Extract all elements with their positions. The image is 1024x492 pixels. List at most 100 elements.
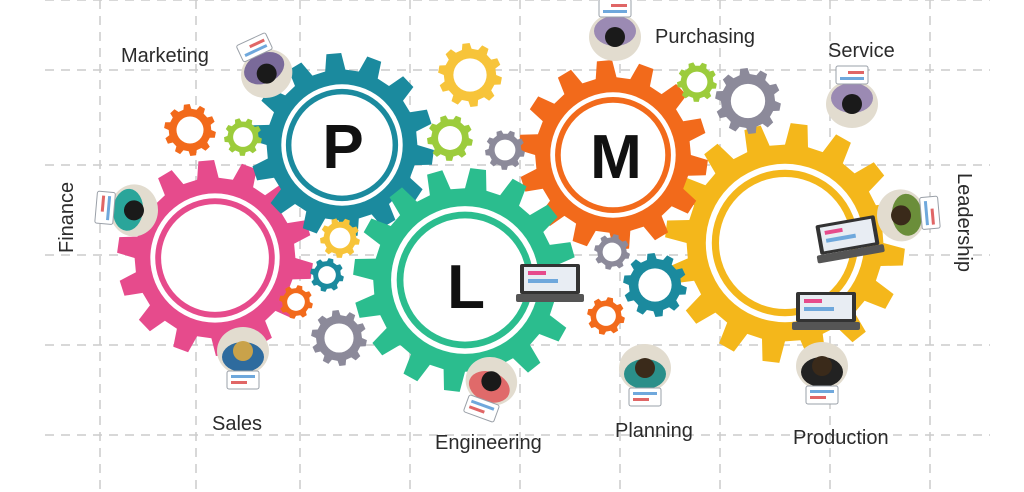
person-service-head — [842, 94, 862, 114]
person-planning-paper-line — [633, 398, 649, 401]
person-sales-paper — [226, 370, 260, 390]
gear-green — [353, 168, 577, 392]
person-leadership-paper — [919, 195, 941, 230]
person-marketing-paper-line — [249, 38, 265, 49]
person-leadership — [876, 189, 941, 242]
person-finance — [94, 184, 159, 237]
gear-pink-center — [166, 209, 264, 307]
gear-small-gold-top-hub — [453, 58, 487, 92]
gear-small-teal-right — [623, 253, 687, 317]
gear-small-orange-right — [587, 297, 625, 335]
gear-small-orange-center-hub — [287, 293, 305, 311]
person-planning — [619, 344, 671, 407]
gear-small-grey-right — [715, 68, 781, 134]
person-leadership-head — [891, 205, 912, 226]
person-marketing-head — [256, 63, 277, 84]
gear-orange-ring — [555, 97, 671, 213]
person-purchasing-head — [605, 27, 625, 47]
gear-teal-center — [296, 99, 388, 191]
gear-small-lime-left-hub — [233, 127, 253, 147]
person-finance-paper-line — [106, 196, 112, 221]
laptop-production-display-bar — [804, 299, 822, 303]
gear-small-orange-left-hub — [176, 116, 204, 144]
person-engineering-paper-line — [468, 405, 485, 414]
person-service-paper-line — [840, 77, 864, 80]
person-sales-paper-line — [231, 381, 247, 384]
person-planning-head — [635, 358, 655, 378]
person-purchasing-paper — [598, 0, 632, 18]
laptop-leadership — [815, 215, 885, 264]
person-engineering — [463, 356, 518, 423]
laptop-production-display-bar — [804, 307, 834, 311]
gear-small-grey-center — [311, 310, 367, 366]
letter-l: L — [447, 253, 485, 322]
laptop-leadership-base — [816, 244, 885, 264]
person-service — [826, 65, 878, 128]
gear-yellow-center — [725, 183, 845, 303]
gear-small-gold-center-hub — [329, 227, 351, 249]
laptop-engineering-display-bar — [528, 279, 558, 283]
gear-yellow — [665, 123, 905, 363]
laptop-engineering-base — [516, 294, 584, 302]
person-production — [796, 342, 848, 405]
gear-small-grey-right-hub — [730, 83, 766, 119]
gear-teal-ring — [285, 88, 399, 202]
gear-small-grey-mid-hub — [494, 139, 516, 161]
person-sales-head — [233, 341, 253, 361]
label-engineering: Engineering — [435, 432, 542, 454]
gear-green-center — [409, 224, 521, 336]
person-engineering-head — [481, 371, 502, 392]
person-purchasing-paper-line — [603, 10, 627, 13]
laptop-engineering-display-bar — [528, 271, 546, 275]
gear-teal — [250, 53, 434, 237]
gear-small-gold-top — [438, 43, 502, 107]
person-production-paper-line — [810, 390, 834, 393]
person-leadership-paper-line — [930, 208, 935, 225]
person-production-paper — [805, 385, 839, 405]
gear-orange — [518, 60, 708, 250]
gear-small-teal-center-hub — [318, 266, 336, 284]
gear-small-grey-right-2 — [594, 234, 630, 270]
person-finance-paper-line — [100, 195, 106, 212]
label-production: Production — [793, 427, 889, 449]
letter-m: M — [590, 123, 642, 192]
label-purchasing: Purchasing — [655, 26, 755, 48]
label-marketing: Marketing — [121, 45, 209, 67]
people-at-desks — [94, 0, 941, 423]
gear-small-teal-center — [310, 258, 344, 292]
gear-small-orange-right-hub — [596, 306, 616, 326]
letter-p: P — [322, 113, 363, 182]
gear-small-grey-mid — [485, 130, 525, 170]
person-production-paper-line — [810, 396, 826, 399]
gear-small-gold-center — [320, 218, 360, 258]
gear-cluster — [117, 43, 905, 392]
person-service-paper-line — [848, 71, 864, 74]
person-planning-paper — [628, 387, 662, 407]
laptop-production — [792, 292, 860, 330]
laptop-leadership-display-bar — [824, 227, 843, 235]
laptop-leadership-display-bar — [825, 233, 857, 243]
gear-orange-center — [565, 107, 661, 203]
person-engineering-paper-line — [470, 399, 495, 411]
gear-small-grey-right-2-hub — [602, 242, 622, 262]
person-sales-paper-line — [231, 375, 255, 378]
laptop-engineering — [516, 264, 584, 302]
gear-small-orange-center — [279, 285, 313, 319]
gear-pink-ring — [155, 198, 275, 318]
person-purchasing — [589, 0, 641, 61]
person-marketing-paper-line — [244, 44, 268, 57]
label-service: Service — [828, 40, 895, 62]
gear-small-orange-left — [164, 104, 216, 156]
person-finance-head — [123, 200, 144, 221]
person-leadership-paper-line — [923, 201, 929, 226]
person-sales — [217, 327, 269, 390]
gear-small-lime-mid-hub — [438, 126, 462, 150]
label-finance: Finance — [56, 182, 78, 253]
gear-small-lime-right — [677, 62, 717, 102]
laptop-production-base — [792, 322, 860, 330]
person-marketing — [236, 32, 293, 98]
gear-small-grey-center-hub — [324, 323, 354, 353]
person-purchasing-paper-line — [611, 4, 627, 7]
label-planning: Planning — [615, 420, 693, 442]
